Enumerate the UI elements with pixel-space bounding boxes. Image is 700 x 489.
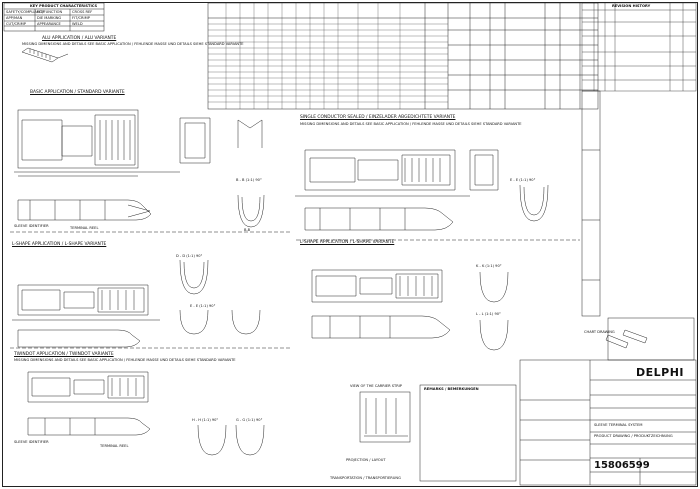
alu-note: MISSING DIMENSIONS AND DETAILS SEE BASIC… xyxy=(22,42,244,46)
key-item: WELD xyxy=(72,22,83,26)
revision-history-grid xyxy=(581,2,697,92)
twindot-note: MISSING DIMENSIONS AND DETAILS SEE BASIC… xyxy=(14,358,236,362)
single-note: MISSING DIMENSIONS AND DETAILS SEE BASIC… xyxy=(300,122,522,126)
twindot-side-view xyxy=(27,371,149,403)
title-line-2: PRODUCT DRAWING / PRODUKTZEICHNUNG xyxy=(594,434,673,438)
ee-section-top xyxy=(519,184,549,222)
parts-table-rows xyxy=(208,3,448,109)
kk-section xyxy=(479,271,509,303)
key-item: FIT/CRIMP xyxy=(72,16,90,20)
alu-section-title: ALU APPLICATION / ALU VARIANTE xyxy=(42,36,117,41)
carrier-strip-label: VIEW OF THE CARRIER STRIP xyxy=(350,384,402,388)
lshape-left-title: L-SHAPE APPLICATION / L-SHAPE VARIANTE xyxy=(12,242,107,247)
twindot-title: TWINDOT APPLICATION / TWINDOT VARIANTE xyxy=(14,352,114,357)
title-block-grid xyxy=(519,359,697,486)
lshape-right-side-view xyxy=(311,269,443,303)
lshape-right-title: L-SHAPE APPLICATION / L-SHAPE VARIANTE xyxy=(300,240,395,245)
key-item: CUT/CRIMP xyxy=(6,22,26,26)
remarks-box xyxy=(419,384,517,482)
hh-view-label: H - H (1:1) 90° xyxy=(192,418,219,422)
terminal-reel-label-bottom: TERMINAL REEL xyxy=(100,444,129,448)
key-item: SAFETY/COMPLIANCE xyxy=(6,10,45,14)
key-item: FIT/FUNCTION xyxy=(37,10,63,14)
key-box-frame xyxy=(3,2,105,32)
drawing-number: 15806599 xyxy=(594,460,650,471)
dd-view-label: D - D (1:1) 90° xyxy=(176,254,203,258)
bb-view-label: B - B (1:1) 90° xyxy=(236,178,262,182)
transport-label: TRANSPORTATION / TRANSPORTIERUNG xyxy=(330,476,401,480)
single-section-title: SINGLE CONDUCTOR SEALED / EINZELADER ABG… xyxy=(300,115,456,120)
company-logo: DELPHI xyxy=(636,366,685,379)
gg-view-label: G - G (1:1) 90° xyxy=(236,418,263,422)
sealed-terminal-top-view xyxy=(304,207,454,231)
revision-history-title: REVISION HISTORY xyxy=(612,4,651,8)
basic-top-view xyxy=(17,199,152,221)
bb-section xyxy=(237,119,265,228)
remarks-title: REMARKS / BEMERKUNGEN xyxy=(424,387,479,391)
hh-section xyxy=(197,424,227,456)
mini-terminal-sketch xyxy=(605,317,695,361)
sleeve-label-bottom: SLEEVE IDENTIFIER xyxy=(14,440,49,444)
basic-terminal-side-view xyxy=(14,109,180,177)
parts-table-grid xyxy=(207,2,599,110)
sealed-terminal-side-view xyxy=(295,149,470,197)
basic-section-title: BASIC APPLICATION / STANDARD VARIANTE xyxy=(30,90,125,95)
alu-wire-detail xyxy=(21,47,69,63)
key-box-title: KEY PRODUCT CHARACTERISTICS xyxy=(30,4,98,8)
key-item: DIE MARKING xyxy=(37,16,62,20)
projection-label: PROJECTION / LAYOUT xyxy=(346,458,386,462)
terminal-reel-label: TERMINAL REEL xyxy=(70,226,99,230)
basic-front-view xyxy=(179,117,211,164)
dd-section xyxy=(179,259,209,295)
ll-section xyxy=(479,319,509,351)
key-item: APPEARANCE xyxy=(37,22,61,26)
side-info-strip xyxy=(581,90,601,317)
kk-view-label: K - K (1:1) 90° xyxy=(476,264,502,268)
title-line-1: SLEEVE TERMINAL SYSTEM xyxy=(594,423,643,427)
sleeve-label: SLEEVE IDENTIFIER xyxy=(14,224,49,228)
lshape-left-side-view xyxy=(12,284,160,321)
chart-drawing-label: CHART DRAWING xyxy=(584,330,615,334)
carrier-strip-sketch xyxy=(359,391,411,443)
ee-view-label: E - E (1:1) 90° xyxy=(510,178,536,182)
lshape-right-top-view xyxy=(311,315,451,339)
ee-section-left xyxy=(179,309,261,335)
lshape-left-top-view xyxy=(17,329,141,348)
twindot-top-view xyxy=(27,417,151,436)
key-item: CROSS REF xyxy=(72,10,93,14)
ll-view-label: L - L (1:1) 90° xyxy=(476,312,501,316)
gg-section xyxy=(235,424,265,456)
bb-view-label-lower: B-B xyxy=(244,228,251,232)
sealed-end-view xyxy=(469,149,499,191)
ee-left-view-label: E - E (1:1) 90° xyxy=(190,304,216,308)
key-item: APP/MAN xyxy=(6,16,23,20)
